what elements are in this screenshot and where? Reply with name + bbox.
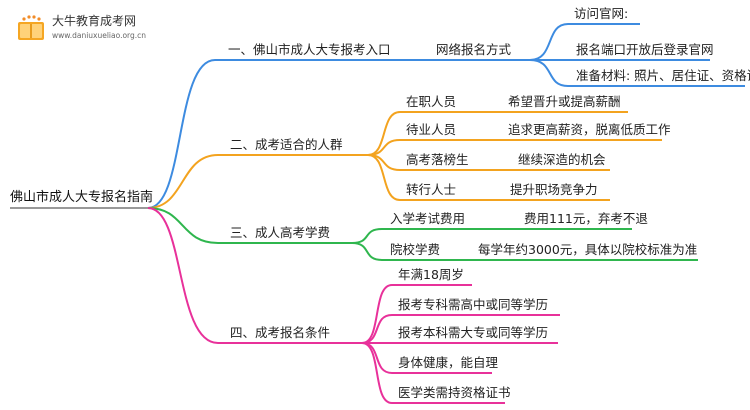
- brand-name: 大牛教育成考网: [52, 14, 137, 28]
- branch-1-label: 一、佛山市成人大专报考入口: [228, 42, 391, 57]
- branch-1-leaf-2: 报名端口开放后登录官网: [576, 42, 714, 57]
- branch-1-leaf-3-curve: [529, 59, 569, 87]
- branch-3-pair-1-desc: 费用111元，弃考不退: [524, 211, 648, 226]
- branch-4-leaf-4: 身体健康，能自理: [398, 355, 499, 370]
- branch-2-pair-4-desc: 提升职场竞争力: [510, 182, 598, 197]
- branch-2-pair-2-desc: 追求更高薪资，脱离低质工作: [508, 122, 671, 137]
- branch-4-leaf-5-curve: [361, 342, 393, 404]
- book-logo-icon: [18, 15, 44, 40]
- branch-4-leaf-1: 年满18周岁: [398, 267, 464, 282]
- branch-3-curve: [147, 207, 219, 244]
- branch-3-pair-2-desc: 每学年约3000元，具体以院校标准为准: [478, 242, 698, 257]
- branch-3-pair-1-curve: [351, 228, 383, 244]
- branch-2-pair-1-name: 在职人员: [406, 94, 457, 109]
- branch-2-pair-2-name: 待业人员: [406, 122, 457, 137]
- branch-2-pair-1-desc: 希望晋升或提高薪酬: [508, 94, 621, 109]
- branch-1-leaf-1-curve: [529, 23, 569, 61]
- branch-1-curve: [147, 59, 216, 209]
- branch-3-pair-1-name: 入学考试费用: [390, 211, 466, 226]
- brand-url: www.daniuxueliao.org.cn: [52, 31, 147, 40]
- branch-2-pair-3-desc: 继续深造的机会: [518, 152, 606, 167]
- branch-2-pair-3-curve: [367, 154, 401, 171]
- branch-4-leaf-3: 报考本科需大专或同等学历: [398, 325, 549, 340]
- branch-2-curve: [147, 154, 219, 209]
- branch-4-leaf-1-curve: [361, 284, 393, 344]
- branch-3-pair-2-name: 院校学费: [390, 242, 441, 257]
- branch-4-leaf-5: 医学类需持资格证书: [398, 385, 511, 400]
- branch-4-label: 四、成考报名条件: [230, 325, 331, 340]
- branch-2-pair-2-curve: [367, 139, 401, 156]
- branch-3-label: 三、成人高考学费: [230, 225, 331, 240]
- branch-1-leaf-3: 准备材料: 照片、居住证、资格证: [576, 68, 750, 83]
- root-topic: 佛山市成人大专报名指南: [10, 190, 154, 205]
- branch-2-pair-3-name: 高考落榜生: [406, 152, 469, 167]
- branch-2-label: 二、成考适合的人群: [230, 137, 343, 152]
- branch-4-leaf-2: 报考专科需高中或同等学历: [398, 297, 549, 312]
- branch-2-pair-4-curve: [367, 154, 401, 201]
- branch-1-leaf-1: 访问官网:: [574, 6, 629, 21]
- branch-1-sublabel: 网络报名方式: [436, 42, 512, 57]
- branch-4-curve: [147, 207, 219, 344]
- branch-3-pair-2-curve: [351, 242, 383, 261]
- brand-logo: [14, 14, 48, 44]
- branch-2-pair-4-name: 转行人士: [406, 182, 457, 197]
